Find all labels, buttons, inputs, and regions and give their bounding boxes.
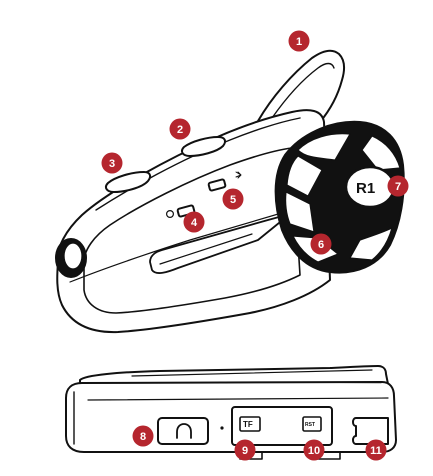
callout-2: 2 <box>169 118 191 140</box>
brand-label: R1 <box>356 180 375 197</box>
body-groove-inner <box>159 233 253 265</box>
svg-text:3: 3 <box>109 158 115 170</box>
callout-1: 1 <box>288 30 310 52</box>
mount-rail-top <box>131 369 373 377</box>
callout-3: 3 <box>101 152 123 174</box>
svg-text:6: 6 <box>318 239 324 251</box>
callout-11: 11 <box>365 439 387 461</box>
body-contour <box>69 211 286 283</box>
callout-10: 10 <box>303 439 325 461</box>
tf-slot-label: TF <box>243 420 253 429</box>
dial-facet <box>349 227 393 261</box>
antenna-fin-inner <box>271 62 335 119</box>
svg-text:4: 4 <box>191 217 198 229</box>
callouts: 1 2 3 4 5 6 7 8 <box>101 30 409 461</box>
status-dot <box>220 426 224 430</box>
microphone-icon <box>166 210 175 219</box>
dial-facet <box>297 133 351 161</box>
led-window-5 <box>207 178 227 192</box>
svg-text:9: 9 <box>242 445 248 457</box>
callout-7: 7 <box>387 175 409 197</box>
button-3[interactable] <box>105 171 152 193</box>
headphone-icon <box>176 423 192 439</box>
callout-5: 5 <box>222 188 244 210</box>
svg-text:11: 11 <box>370 445 382 457</box>
button-2[interactable] <box>181 136 227 157</box>
svg-text:1: 1 <box>296 36 302 48</box>
body-groove <box>149 213 291 274</box>
callout-6: 6 <box>310 233 332 255</box>
bottom-view: TF RST <box>65 365 397 460</box>
latch-11[interactable] <box>352 417 389 445</box>
reset-button[interactable] <box>302 416 322 432</box>
bluetooth-icon <box>235 171 242 179</box>
underside-inner-line <box>87 397 389 401</box>
reset-label: RST <box>305 422 315 428</box>
svg-text:8: 8 <box>140 431 146 443</box>
dial-facet <box>285 191 315 233</box>
callout-4: 4 <box>183 211 205 233</box>
dial-facet <box>286 155 323 197</box>
jog-wheel-highlight <box>63 242 83 270</box>
callout-9: 9 <box>234 439 256 461</box>
svg-text:7: 7 <box>395 181 401 193</box>
svg-text:5: 5 <box>230 194 236 206</box>
mount-rail <box>79 365 389 385</box>
tf-slot[interactable] <box>239 416 261 432</box>
headphone-port-cover[interactable] <box>157 417 209 445</box>
svg-text:2: 2 <box>177 124 183 136</box>
svg-text:10: 10 <box>308 445 320 457</box>
callout-8: 8 <box>132 425 154 447</box>
